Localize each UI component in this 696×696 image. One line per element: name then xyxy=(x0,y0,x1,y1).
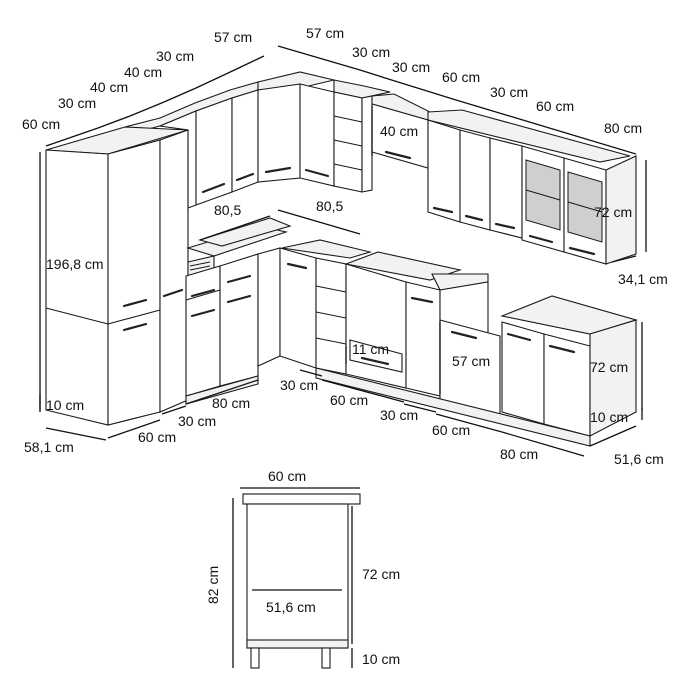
label-top-30d: 30 cm xyxy=(392,59,430,75)
label-top-40b: 40 cm xyxy=(124,64,162,80)
label-wall-depth: 34,1 cm xyxy=(618,271,668,287)
base-sink-80 xyxy=(219,253,259,387)
label-top-60b: 60 cm xyxy=(442,69,480,85)
wall-handle-corner-l xyxy=(264,166,292,174)
label-top-30a: 30 cm xyxy=(58,95,96,111)
label-drawer-11: 11 cm xyxy=(352,341,389,357)
label-corner-80-5a: 80,5 xyxy=(214,202,241,218)
base-handle-sr-l xyxy=(506,332,532,342)
label-base-72: 72 cm xyxy=(590,359,628,375)
label-base-30c: 30 cm xyxy=(380,407,418,423)
tall-cabinet xyxy=(45,126,189,426)
label-wall-72: 72 cm xyxy=(594,204,632,220)
base-handle-30 xyxy=(410,296,434,304)
base-handle-sink-2 xyxy=(226,294,252,304)
wall-cabinet-f xyxy=(489,137,523,239)
wall-shelf-front xyxy=(361,95,373,193)
base-handle-drawer-1 xyxy=(190,288,216,298)
wall-cabinet-d xyxy=(427,119,461,223)
wall-handle-e xyxy=(464,214,484,222)
label-tall-height: 196,8 cm xyxy=(46,256,104,272)
tall-handle-edge xyxy=(162,288,184,298)
base-drawer-30 xyxy=(185,265,221,397)
label-base-30b: 30 cm xyxy=(280,377,318,393)
wall-handle-glass-r xyxy=(568,246,596,256)
corner-inner xyxy=(257,247,281,367)
label-top-60: 60 cm xyxy=(22,116,60,132)
label-top-30e: 30 cm xyxy=(490,84,528,100)
label-top-57a: 57 cm xyxy=(214,29,252,45)
tall-side xyxy=(45,149,109,426)
wall-corner-left xyxy=(257,83,301,183)
base-open-shelf xyxy=(315,257,347,375)
base-handle-oven xyxy=(360,356,390,366)
label-base-80b: 80 cm xyxy=(500,446,538,462)
dimension-lines xyxy=(39,45,647,457)
wall-handle-glass-l xyxy=(528,234,554,244)
wall-shelf-top xyxy=(333,79,391,99)
wall-shelf-side xyxy=(333,91,363,193)
label-base-60b: 60 cm xyxy=(330,392,368,408)
base-end-side xyxy=(589,319,637,437)
wall-end-side xyxy=(605,155,637,265)
wall-run-right-top xyxy=(427,109,631,163)
corner-frame-right xyxy=(281,239,373,259)
side-elevation xyxy=(232,487,361,669)
label-side-width: 60 cm xyxy=(268,468,306,484)
label-base-depth: 51,6 cm xyxy=(614,451,664,467)
label-door-57: 57 cm xyxy=(452,353,490,369)
base-cabinets xyxy=(185,217,638,447)
label-base-30a: 30 cm xyxy=(178,413,216,429)
wall-handle-c xyxy=(235,172,255,182)
label-wall-40: 40 cm xyxy=(380,123,418,139)
label-corner-80-5b: 80,5 xyxy=(316,198,343,214)
label-tall-plinth: 10 cm xyxy=(46,397,84,413)
label-top-30c: 30 cm xyxy=(352,44,390,60)
base-handle-60 xyxy=(450,330,478,340)
wall-cabinet-e xyxy=(459,129,491,231)
side-base-panel xyxy=(246,639,349,649)
label-side-total: 82 cm xyxy=(205,566,221,604)
label-top-40a: 40 cm xyxy=(90,79,128,95)
tall-handle-upper xyxy=(122,298,148,308)
wall-handle-corner-r xyxy=(304,168,330,178)
wall-corner-right xyxy=(299,83,335,187)
oven-top xyxy=(343,251,463,281)
tall-handle-lower xyxy=(122,322,148,332)
label-base-60a: 60 cm xyxy=(138,429,176,445)
label-base-60c: 60 cm xyxy=(432,422,470,438)
label-tall-depth: 58,1 cm xyxy=(24,439,74,455)
base-handle-drawer-2 xyxy=(190,308,216,318)
tall-front xyxy=(107,139,161,426)
label-side-depth: 51,6 cm xyxy=(266,599,316,615)
label-top-30b: 30 cm xyxy=(156,48,194,64)
side-countertop xyxy=(242,493,361,505)
tall-edge xyxy=(159,129,189,413)
label-top-80: 80 cm xyxy=(604,120,642,136)
label-base-80a: 80 cm xyxy=(212,395,250,411)
label-top-60c: 60 cm xyxy=(536,98,574,114)
label-side-body: 72 cm xyxy=(362,566,400,582)
wall-handle-d xyxy=(432,206,454,214)
side-leg-right xyxy=(321,647,331,669)
base-handle-corner xyxy=(286,262,308,270)
base-plinth-left xyxy=(185,375,259,405)
corner-frame-top xyxy=(198,217,292,247)
wall-handle-flap xyxy=(384,150,412,160)
wall-cabinets xyxy=(124,71,637,265)
side-leg-left xyxy=(250,647,260,669)
dimension-labels: 60 cm 30 cm 40 cm 40 cm 30 cm 57 cm 57 c… xyxy=(22,25,668,667)
label-top-57b: 57 cm xyxy=(306,25,344,41)
base-handle-sr-r xyxy=(548,344,576,354)
side-carcass xyxy=(246,503,349,649)
wall-corner-top xyxy=(257,71,335,91)
wall-handle-f xyxy=(494,222,516,230)
label-base-plinth: 10 cm xyxy=(590,409,628,425)
label-side-plinth: 10 cm xyxy=(362,651,400,667)
wall-handle-b xyxy=(201,182,226,194)
base-handle-sink xyxy=(226,274,252,284)
